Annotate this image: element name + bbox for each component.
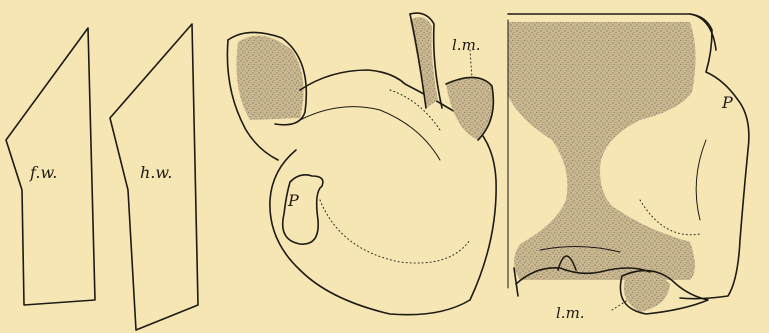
lateral-thorax-view: l.m. P (227, 13, 496, 315)
lm-label-top: l.m. (452, 36, 481, 54)
dorsal-thorax-view: P l.m. (508, 14, 749, 322)
lm-label-bottom: l.m. (556, 304, 585, 322)
process-label-right: P (721, 93, 733, 112)
hind-wing-label: h.w. (140, 163, 172, 182)
fore-wing-label: f.w. (29, 163, 57, 182)
process-label-middle: P (287, 191, 299, 210)
hind-wing-outline: h.w. (110, 24, 198, 330)
fore-wing-outline: f.w. (6, 28, 95, 305)
